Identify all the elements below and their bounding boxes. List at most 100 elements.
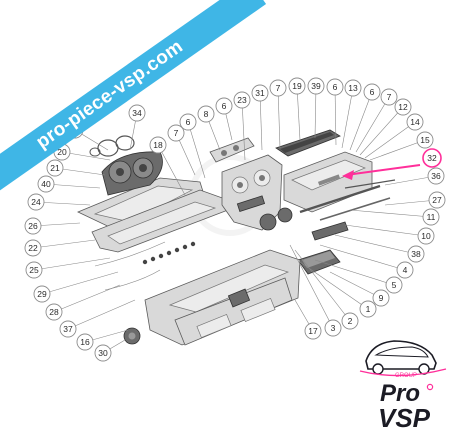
callout-label: 31	[255, 88, 265, 98]
leader-line-7	[277, 87, 281, 149]
callout-circle	[76, 333, 94, 351]
callout-label: 6	[333, 82, 338, 92]
leader-line-15	[369, 139, 426, 161]
callout-label: 15	[420, 135, 430, 145]
callout-circle	[427, 167, 445, 185]
leader-line-36	[384, 175, 437, 186]
leader-line-3	[289, 244, 334, 329]
leader-line-24	[35, 201, 91, 206]
callout-7: 7	[269, 79, 287, 97]
callout-7: 7	[380, 88, 398, 106]
logo-car-icon	[359, 340, 447, 377]
leader-line-9	[329, 271, 382, 299]
callout-label: 26	[28, 221, 38, 231]
callout-8: 8	[197, 105, 215, 123]
callout-circle	[304, 322, 322, 340]
callout-circle	[25, 261, 43, 279]
callout-label: 6	[222, 101, 227, 111]
callout-circle	[341, 312, 359, 330]
callout-label: 4	[403, 265, 408, 275]
callout-31: 31	[251, 84, 269, 102]
leader-line-31	[259, 92, 263, 151]
logo-vsp-text: VSP	[378, 403, 431, 433]
callout-label: 19	[292, 81, 302, 91]
logo-accent-dot	[426, 383, 434, 391]
callout-25: 25	[25, 261, 43, 279]
leader-line-19	[296, 85, 301, 141]
callout-circle	[422, 208, 440, 226]
callout-label: 6	[186, 117, 191, 127]
callout-label: 25	[29, 265, 39, 275]
callout-label: 18	[153, 140, 163, 150]
leader-line-1	[299, 261, 369, 310]
callout-32-highlighted: 32	[422, 148, 442, 168]
callout-circle	[128, 104, 146, 122]
callout-3: 3	[324, 319, 342, 337]
callout-18: 18	[149, 136, 167, 154]
callout-32-label: 32	[427, 153, 437, 163]
leader-line-27	[384, 199, 438, 206]
callout-9: 9	[372, 289, 390, 307]
callout-4: 4	[396, 261, 414, 279]
leader-line-22	[32, 239, 96, 249]
callout-label: 29	[37, 289, 47, 299]
callout-circle	[24, 239, 42, 257]
callout-label: 1	[366, 304, 371, 314]
callout-circle	[37, 175, 55, 193]
callout-37: 37	[59, 320, 77, 338]
center-console-bezel	[221, 154, 283, 231]
callout-circle	[344, 79, 362, 97]
leader-line-11	[349, 209, 432, 218]
highlight-arrow	[342, 164, 421, 180]
callout-24: 24	[27, 193, 45, 211]
callout-label: 14	[410, 117, 420, 127]
callout-10: 10	[417, 227, 435, 245]
callout-34: 34	[128, 104, 146, 122]
leader-line-28	[53, 284, 121, 313]
callout-7: 7	[167, 124, 185, 142]
callout-6: 6	[179, 113, 197, 131]
leader-line-5	[314, 259, 395, 286]
callout-circle	[428, 191, 446, 209]
callout-label: 7	[276, 83, 281, 93]
leader-line-12	[359, 106, 404, 156]
leader-line-6	[334, 86, 337, 146]
callout-label: 39	[311, 81, 321, 91]
callout-29: 29	[33, 285, 51, 303]
leader-line-23	[241, 99, 246, 161]
callout-38: 38	[407, 245, 425, 263]
callout-label: 17	[308, 326, 318, 336]
callout-label: 23	[237, 95, 247, 105]
callout-circle	[215, 97, 233, 115]
callout-label: 38	[411, 249, 421, 259]
leader-lines	[32, 85, 438, 354]
callout-label: 16	[80, 337, 90, 347]
callout-circle	[385, 276, 403, 294]
callout-label: 24	[31, 197, 41, 207]
callout-label: 20	[57, 147, 67, 157]
callout-label: 5	[392, 280, 397, 290]
callout-label: 40	[41, 179, 51, 189]
glovebox	[283, 151, 373, 213]
callout-circle	[406, 113, 424, 131]
leader-line-18	[157, 144, 186, 196]
callout-circle	[288, 77, 306, 95]
callout-label: 7	[174, 128, 179, 138]
callout-label: 36	[431, 171, 441, 181]
callout-14: 14	[406, 113, 424, 131]
leader-line-6	[187, 121, 206, 179]
vent-panel	[209, 137, 255, 163]
callout-circle	[46, 159, 64, 177]
dash-speaker	[123, 327, 141, 345]
leader-line-39	[314, 85, 317, 139]
callout-circle	[94, 344, 112, 362]
callout-30: 30	[94, 344, 112, 362]
leader-line-25	[33, 257, 111, 271]
callout-26: 26	[24, 217, 42, 235]
callout-circle	[33, 285, 51, 303]
leader-line-29	[41, 271, 119, 295]
callout-16: 16	[76, 333, 94, 351]
lower-dash-fascia	[144, 249, 301, 346]
callout-circle	[24, 217, 42, 235]
